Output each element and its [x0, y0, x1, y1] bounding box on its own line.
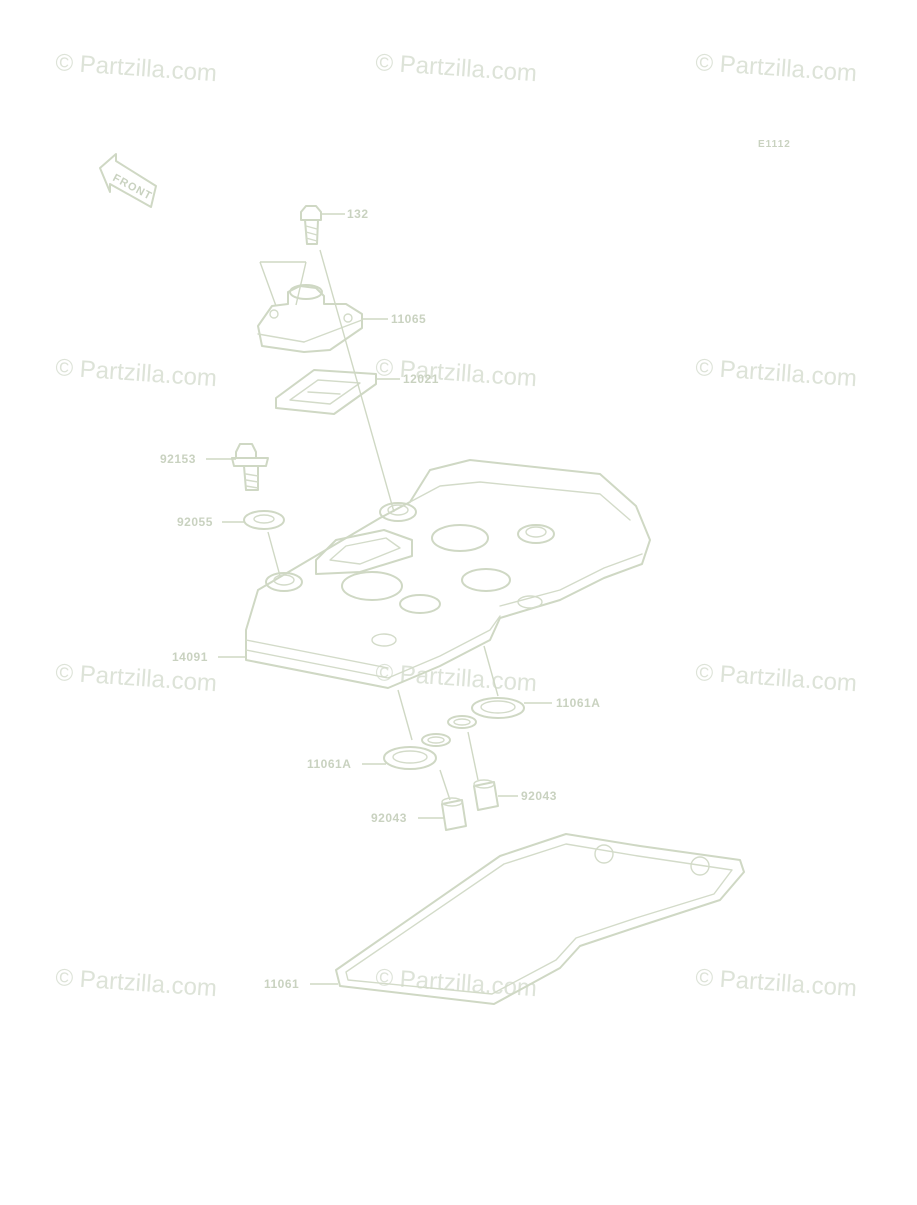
- callout-11061a-left: 11061A: [307, 757, 351, 771]
- seal-11061a-right: [447, 697, 525, 729]
- watermark: © Partzilla.com: [695, 964, 858, 1002]
- cylinder-head-cover-14091: [245, 459, 651, 689]
- diagram-code: E1112: [758, 139, 791, 150]
- callout-92153: 92153: [160, 452, 196, 466]
- bolt-132: [300, 205, 322, 245]
- washer-92055: [243, 510, 285, 530]
- dowel-92043-right: [473, 779, 499, 811]
- callout-92043-right: 92043: [521, 789, 557, 803]
- watermark: © Partzilla.com: [695, 659, 858, 697]
- watermark: © Partzilla.com: [55, 659, 218, 697]
- plate-12021: [275, 369, 377, 415]
- seal-11061a-left: [383, 733, 451, 770]
- callout-12021: 12021: [403, 372, 439, 386]
- bolt-92153: [231, 443, 269, 491]
- callout-92055: 92055: [177, 515, 213, 529]
- watermark: © Partzilla.com: [55, 964, 218, 1002]
- watermark: © Partzilla.com: [55, 354, 218, 392]
- watermark: © Partzilla.com: [375, 49, 538, 87]
- callout-14091: 14091: [172, 650, 208, 664]
- callout-11061: 11061: [264, 977, 299, 991]
- gasket-11061: [335, 833, 745, 1005]
- callout-92043-left: 92043: [371, 811, 407, 825]
- callout-11065: 11065: [391, 312, 426, 326]
- callout-132: 132: [347, 207, 369, 221]
- breather-cover-11065: [257, 284, 363, 353]
- watermark: © Partzilla.com: [695, 354, 858, 392]
- watermark: © Partzilla.com: [375, 354, 538, 392]
- watermark: © Partzilla.com: [55, 49, 218, 87]
- dowel-92043-left: [441, 797, 467, 831]
- watermark: © Partzilla.com: [695, 49, 858, 87]
- front-arrow-icon: FRONT: [99, 153, 157, 208]
- callout-11061a-right: 11061A: [556, 696, 600, 710]
